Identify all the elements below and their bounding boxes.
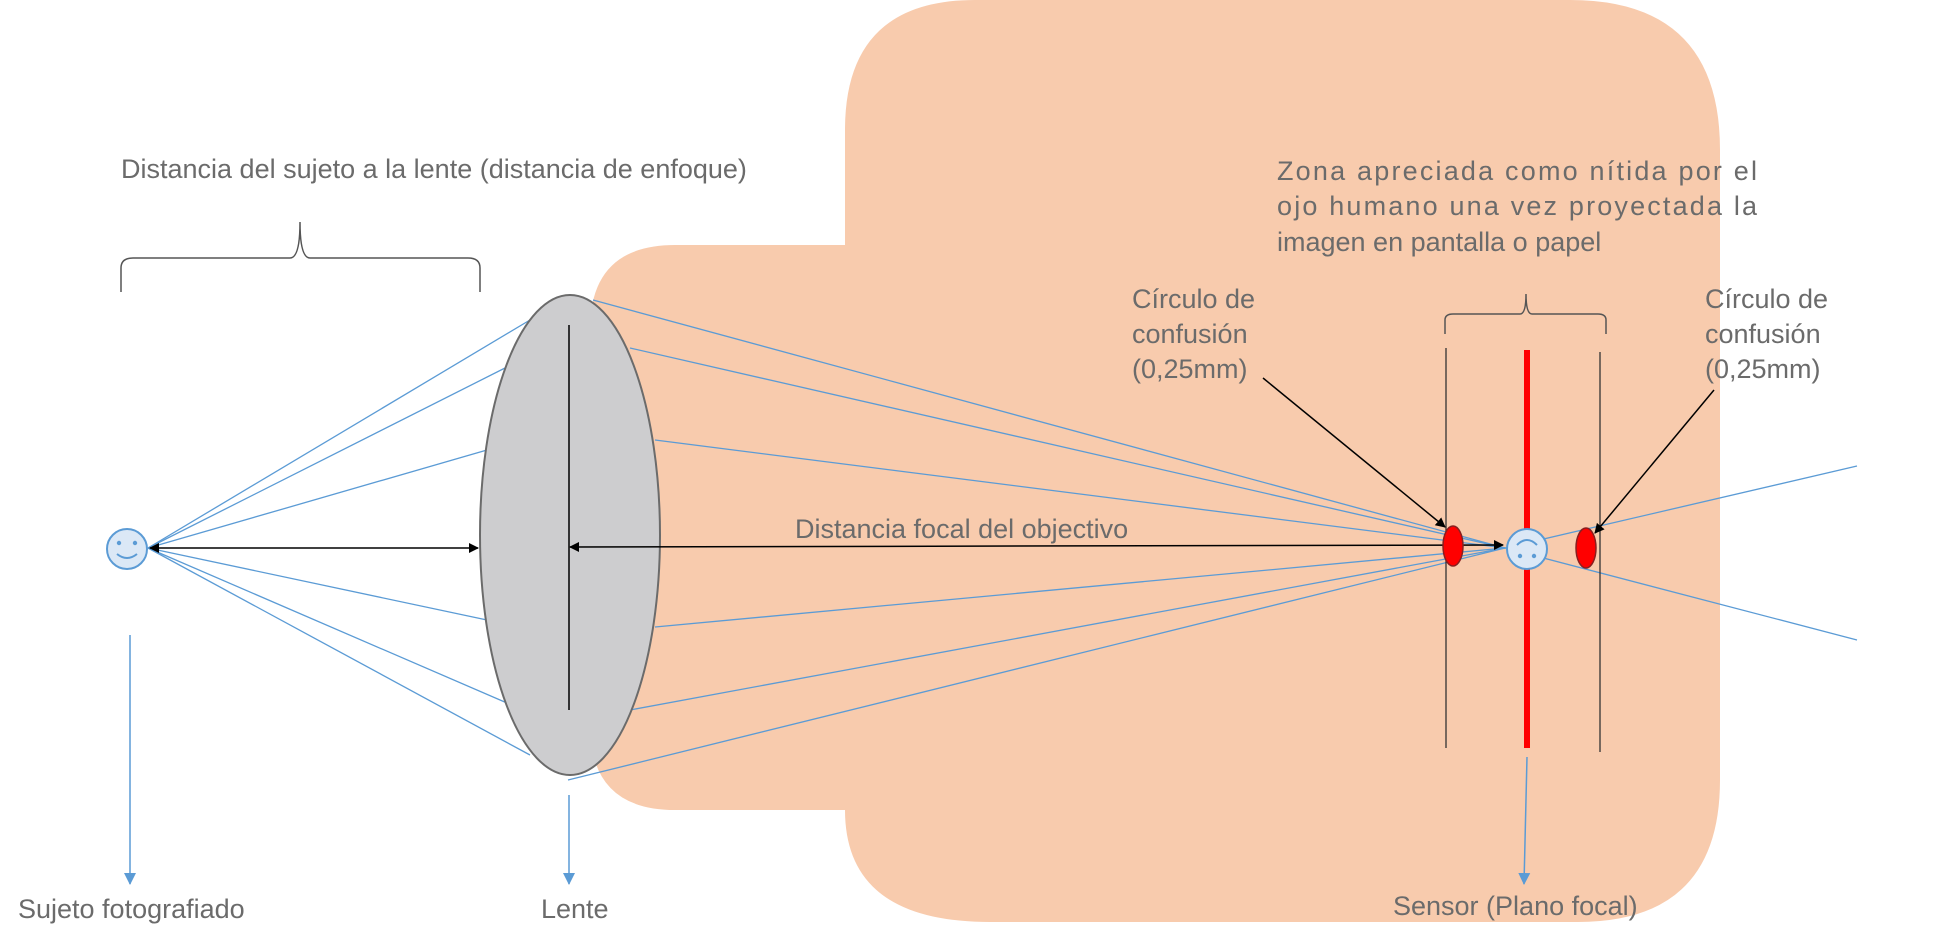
subject-label: Sujeto fotografiado: [18, 894, 245, 924]
camera-body: [590, 0, 1720, 922]
coc-left-label-line1: Círculo de: [1132, 284, 1255, 314]
sharp-zone-brace: [1444, 293, 1607, 334]
outgoing-rays: [567, 299, 1858, 781]
subject-distance-brace: [120, 221, 481, 292]
coc-left-leader: [1262, 377, 1446, 528]
sharp-zone-label-line2: ojo humano una vez proyectada la: [1277, 191, 1758, 221]
sharp-zone-label-line3: imagen en pantalla o papel: [1277, 227, 1601, 257]
subject-smiley-icon: [106, 528, 148, 570]
coc-right-leader: [1594, 389, 1715, 534]
coc-left-label-line2: confusión: [1132, 319, 1248, 349]
coc-right-label-line2: confusión: [1705, 319, 1821, 349]
focal-distance-arrow: [569, 540, 1504, 552]
incoming-rays: [147, 319, 531, 756]
sensor-indicator-arrow: [1518, 756, 1531, 885]
sensor-label: Sensor (Plano focal): [1393, 891, 1638, 921]
projected-image-smiley-icon: [1506, 528, 1548, 570]
coc-right-label-line1: Círculo de: [1705, 284, 1828, 314]
coc-right-label-line3: (0,25mm): [1705, 354, 1821, 384]
focal-distance-label: Distancia focal del objectivo: [795, 514, 1128, 544]
circle-of-confusion-far: [1575, 527, 1597, 569]
coc-left-label-line3: (0,25mm): [1132, 354, 1248, 384]
circle-of-confusion-near: [1442, 525, 1464, 567]
lens: [479, 294, 661, 776]
lens-label: Lente: [541, 894, 609, 924]
sharp-zone-label-line1: Zona apreciada como nítida por el: [1277, 156, 1757, 186]
subject-distance-label: Distancia del sujeto a la lente (distanc…: [121, 154, 747, 184]
